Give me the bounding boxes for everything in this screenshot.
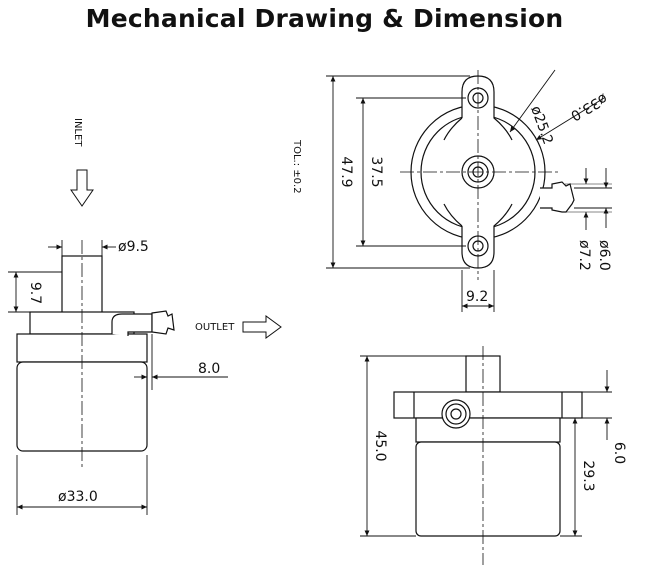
- inlet-label: INLET: [72, 118, 83, 147]
- top-view: [400, 70, 575, 280]
- dim-hole-width: 9.2: [466, 289, 488, 305]
- front-flange: [393, 391, 583, 419]
- tolerance-label: TOL.: ±0.2: [291, 139, 302, 194]
- dim-front-flange-thickness: 6.0: [611, 442, 627, 464]
- dim-front-body-height: 29.3: [580, 460, 596, 491]
- front-view: [393, 346, 583, 565]
- side-dimensions: [8, 240, 228, 515]
- inlet-arrow: [70, 169, 94, 207]
- top-dimensions: [326, 69, 612, 312]
- front-upper-band: [415, 417, 561, 443]
- dim-top-height-total: 47.9: [338, 156, 354, 187]
- dim-outlet-inner: ø6.0: [596, 240, 612, 271]
- dim-inlet-diameter: ø9.5: [118, 239, 149, 255]
- front-dimensions: [360, 355, 612, 537]
- dim-front-height-total: 45.0: [372, 430, 388, 461]
- side-view: [16, 240, 175, 470]
- top-ear-upper: [461, 75, 513, 141]
- dim-top-height-holes: 37.5: [368, 156, 384, 187]
- dim-inlet-height: 9.7: [27, 282, 43, 304]
- front-body: [415, 441, 561, 537]
- dim-body-diameter: ø33.0: [58, 489, 98, 505]
- dim-outlet-offset: 8.0: [198, 361, 220, 377]
- page-title: Mechanical Drawing & Dimension: [85, 4, 564, 33]
- side-outlet-barb: [151, 310, 175, 335]
- dim-outlet-outer: ø7.2: [576, 240, 592, 271]
- dim-top-outer-diameter: ø33.0: [568, 90, 610, 124]
- outlet-label: OUTLET: [195, 322, 235, 333]
- top-ear-lower: [461, 203, 513, 269]
- outlet-arrow: [242, 315, 282, 339]
- top-outlet-tube: [540, 181, 575, 213]
